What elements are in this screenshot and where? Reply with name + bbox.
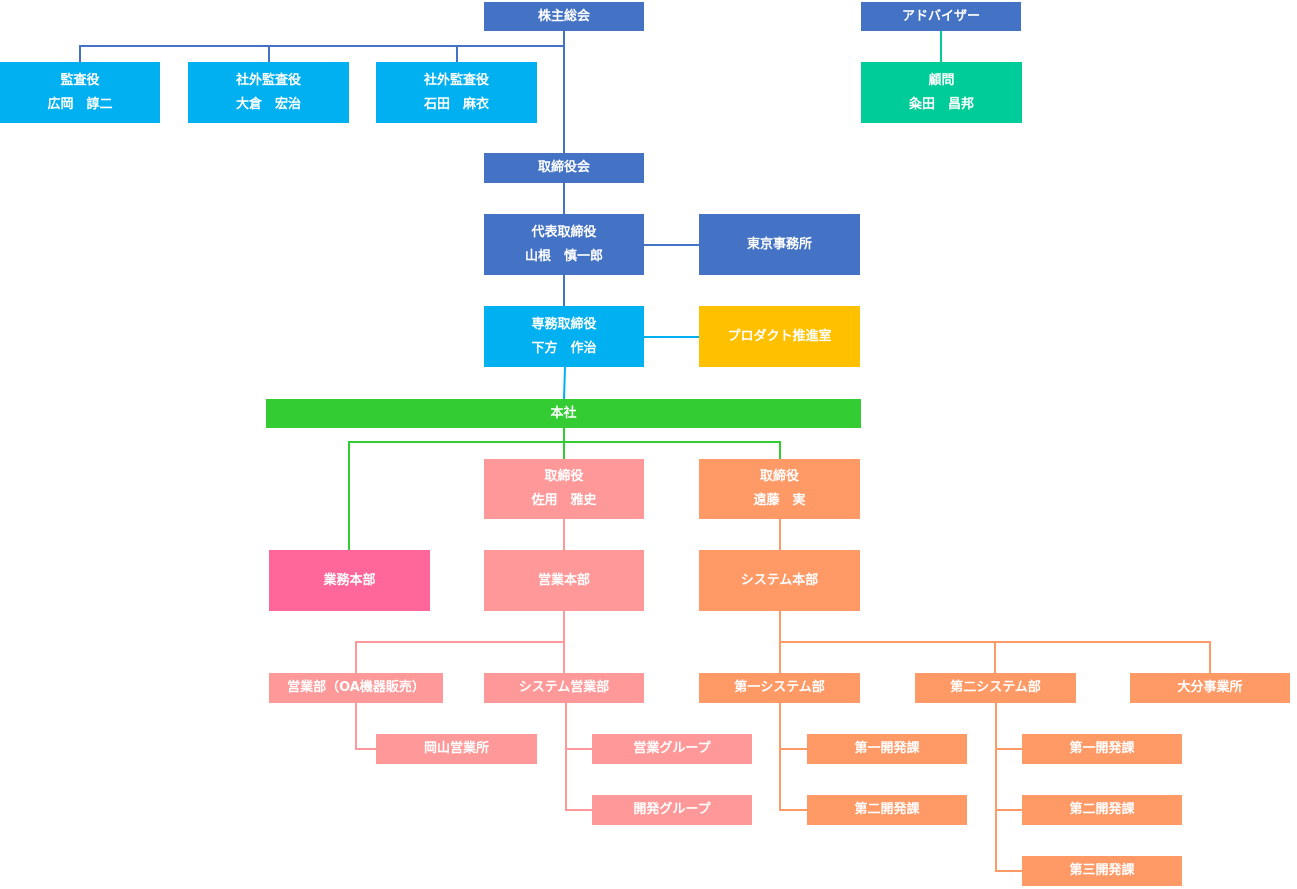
org-box-senior-director: 専務取締役下方 作治 [484, 306, 644, 367]
org-box-label: アドバイザー [901, 8, 980, 24]
org-box-director-sales: 取締役佐用 雅史 [484, 459, 644, 519]
org-box-label: 岡山営業所 [423, 741, 489, 756]
connector-auditors [79, 45, 564, 62]
org-box-label: 第三開発課 [1069, 863, 1135, 878]
org-box-sales-hq: 営業本部 [484, 550, 644, 611]
connector-system-depts [779, 611, 1211, 673]
connector-headoffice-branches [348, 428, 781, 550]
org-box-label: プロダクト推進室 [727, 328, 832, 344]
org-box-label: 遠藤 実 [753, 493, 806, 508]
org-box-oita-office: 大分事業所 [1130, 673, 1290, 703]
connector-system1-sections [779, 703, 807, 811]
org-box-product-office: プロダクト推進室 [699, 306, 860, 367]
org-box-s2-dev-2: 第二開発課 [1022, 795, 1182, 825]
org-box-label: 広岡 諄二 [47, 96, 113, 112]
org-box-label: 下方 作治 [531, 340, 597, 356]
org-box-label: 取締役 [759, 469, 799, 484]
org-box-label: 第二システム部 [950, 680, 1041, 695]
org-box-label: 営業本部 [537, 572, 590, 588]
connector-system2-sections [995, 703, 1022, 872]
org-box-label: 株主総会 [537, 8, 590, 24]
org-box-label: 取締役 [544, 469, 584, 484]
org-box-ext-auditor-2: 社外監査役石田 麻衣 [376, 62, 537, 123]
org-box-label: 営業部（OA機器販売） [287, 680, 425, 695]
connector-senior-headoffice [563, 366, 566, 400]
org-box-label: 粂田 昌邦 [908, 96, 974, 112]
org-box-label: 業務本部 [323, 572, 376, 588]
org-box-label: 取締役会 [537, 160, 590, 175]
org-box-label: 専務取締役 [531, 316, 597, 332]
org-box-system-hq: システム本部 [699, 550, 860, 611]
org-box-label: 第二開発課 [854, 802, 920, 817]
connector-sales-depts [355, 611, 565, 673]
org-box-label: 代表取締役 [531, 224, 597, 240]
org-box-label: 第二開発課 [1069, 802, 1135, 817]
org-box-label: 大分事業所 [1177, 680, 1243, 695]
org-box-dev-group: 開発グループ [592, 795, 752, 825]
org-box-label: 山根 慎一郎 [524, 248, 603, 264]
org-box-shareholders: 株主総会 [484, 2, 644, 31]
org-box-label: 営業グループ [633, 741, 711, 756]
org-box-s2-dev-1: 第一開発課 [1022, 734, 1182, 764]
org-box-sales-oa: 営業部（OA機器販売） [269, 673, 443, 703]
org-box-label: システム本部 [740, 572, 819, 588]
connector-system-sales-groups [565, 703, 592, 811]
org-box-label: 本社 [550, 405, 577, 421]
org-box-label: 開発グループ [633, 802, 711, 817]
org-box-label: 社外監査役 [423, 72, 489, 88]
org-box-label: 東京事務所 [746, 236, 812, 252]
org-box-director-system: 取締役遠藤 実 [699, 459, 860, 519]
org-box-system-sales: システム営業部 [484, 673, 644, 703]
org-box-auditor: 監査役広岡 諄二 [0, 62, 160, 123]
org-box-system-2: 第二システム部 [915, 673, 1076, 703]
org-box-label: 佐用 雅史 [531, 493, 597, 508]
org-box-label: 第一システム部 [734, 680, 825, 695]
org-box-s1-dev-2: 第二開発課 [807, 795, 967, 825]
org-box-consultant: 顧問粂田 昌邦 [861, 62, 1022, 123]
org-box-ext-auditor-1: 社外監査役大倉 宏治 [188, 62, 349, 123]
connector-oa-okayama [355, 703, 376, 750]
org-box-label: 第一開発課 [854, 741, 920, 756]
org-box-head-office: 本社 [266, 399, 861, 428]
org-box-system-1: 第一システム部 [699, 673, 860, 703]
org-box-tokyo-office: 東京事務所 [699, 214, 860, 275]
org-box-s2-dev-3: 第三開発課 [1022, 856, 1182, 886]
org-box-okayama-office: 岡山営業所 [376, 734, 537, 764]
org-box-label: システム営業部 [518, 680, 610, 695]
org-box-s1-dev-1: 第一開発課 [807, 734, 967, 764]
org-box-label: 社外監査役 [235, 72, 301, 88]
org-box-label: 第一開発課 [1069, 741, 1135, 756]
org-box-label: 顧問 [928, 72, 955, 88]
org-box-sales-group: 営業グループ [592, 734, 752, 764]
org-box-board: 取締役会 [484, 153, 644, 183]
org-box-ceo: 代表取締役山根 慎一郎 [484, 214, 644, 275]
org-box-label: 大倉 宏治 [235, 96, 301, 112]
org-box-admin-hq: 業務本部 [269, 550, 430, 611]
org-box-label: 石田 麻衣 [423, 96, 489, 112]
org-box-advisor: アドバイザー [861, 2, 1021, 31]
org-box-label: 監査役 [60, 72, 100, 88]
